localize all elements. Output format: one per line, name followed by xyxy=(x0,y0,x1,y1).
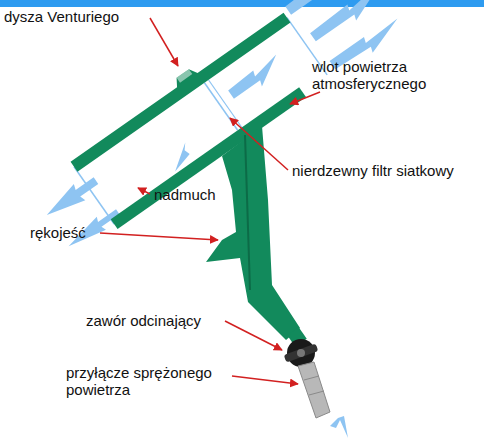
part-label: przyłącze sprężonego powietrza xyxy=(66,364,236,398)
fitting xyxy=(298,362,330,418)
barrel xyxy=(24,0,414,259)
handle xyxy=(206,126,300,340)
part-label: rękojeść xyxy=(30,224,110,241)
part-label: dysza Venturiego xyxy=(4,8,164,25)
part-label: nierdzewny filtr siatkowy xyxy=(292,162,462,179)
top-bar xyxy=(0,0,484,7)
part-label: wlot powietrza atmosferycznego xyxy=(312,58,480,92)
part-label: zawór odcinający xyxy=(86,312,226,329)
part-label: nadmuch xyxy=(154,186,244,203)
